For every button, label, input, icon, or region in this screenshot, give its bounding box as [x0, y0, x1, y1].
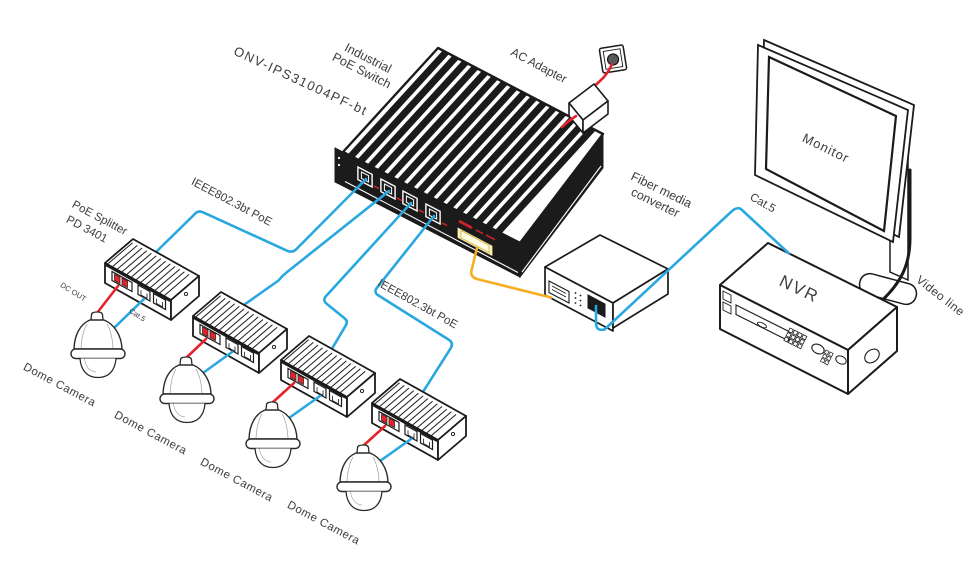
video-line-cable	[881, 168, 912, 301]
nvr-jog-dial	[811, 343, 825, 355]
dc-out-label: DC OUT	[59, 280, 89, 303]
dome-camera-4	[336, 444, 392, 512]
switch-heatsink-fins	[348, 49, 596, 235]
converter-leds	[574, 292, 582, 307]
sfp-window-inner	[460, 229, 490, 254]
poe-splitter-1	[103, 237, 201, 322]
dome-camera-3	[245, 401, 301, 469]
fiber-media-converter	[544, 234, 669, 332]
cat5-cable-2	[201, 350, 234, 375]
nvr-usb-port	[722, 290, 732, 304]
switch-right-face	[519, 132, 604, 279]
nvr-button-grid	[783, 327, 808, 350]
cat5-cable-3	[287, 394, 322, 420]
poe-cable-1	[152, 177, 368, 256]
brand-marks	[458, 219, 496, 241]
splitter-label: PoE Splitter PD 3401	[64, 199, 129, 246]
wall-outlet	[598, 44, 628, 74]
nvr-fan-vent	[864, 348, 880, 364]
dc-cable-3	[270, 381, 296, 405]
poe-splitter-2	[191, 290, 289, 375]
dc-cable-4	[361, 424, 387, 448]
poe-standard-label-1: IEEE802.3bt PoE	[189, 176, 274, 229]
dome-camera-1	[70, 311, 126, 379]
adapter-to-switch-cable	[560, 114, 578, 129]
cat5-cable-4	[378, 437, 413, 463]
switch-left-cap	[334, 147, 344, 187]
dc-cable-1	[95, 284, 120, 315]
poe-cable-3	[323, 201, 413, 354]
poe-splitter-4	[370, 377, 468, 462]
dc-cable-2	[184, 337, 208, 360]
nvr-side	[847, 306, 898, 395]
cat5-camera-label: Cat.5	[127, 306, 147, 323]
dome-camera-2	[159, 356, 215, 424]
ac-adapter-label: AC Adapter	[508, 45, 569, 86]
cat5-cable-1	[112, 297, 146, 330]
ac-adapter	[568, 83, 609, 134]
switch-rj45-ports	[357, 165, 441, 226]
nvr-knob	[835, 355, 847, 365]
fiber-converter-label: Fiber media converter	[629, 169, 694, 220]
outlet-socket	[606, 53, 620, 66]
poe-standard-label-2: IEEE802.3bt PoE	[375, 277, 459, 331]
nvr: NVR	[719, 242, 898, 395]
monitor-screen	[764, 55, 898, 233]
poe-splitter-3	[279, 334, 377, 419]
cat5-uplink-cable	[594, 206, 791, 332]
sc-fiber-port	[548, 280, 570, 304]
cat5-uplink-label: Cat.5	[748, 191, 778, 215]
video-line-label: Video line	[913, 273, 967, 319]
ac-power	[560, 44, 628, 134]
dome-camera-label-4: Dome Camera	[285, 499, 362, 547]
poe-cable-4	[374, 214, 454, 397]
port-number-marks	[373, 185, 448, 227]
nvr-usb-port	[722, 301, 732, 315]
nvr-small-buttons	[819, 349, 834, 366]
poe-switch	[334, 46, 605, 279]
monitor: Monitor	[754, 38, 918, 306]
fiber-cable	[469, 246, 553, 299]
switch-label: Industrial PoE Switch	[330, 40, 394, 91]
poe-cable-2	[239, 189, 391, 309]
nvr-eject-button	[756, 321, 768, 329]
